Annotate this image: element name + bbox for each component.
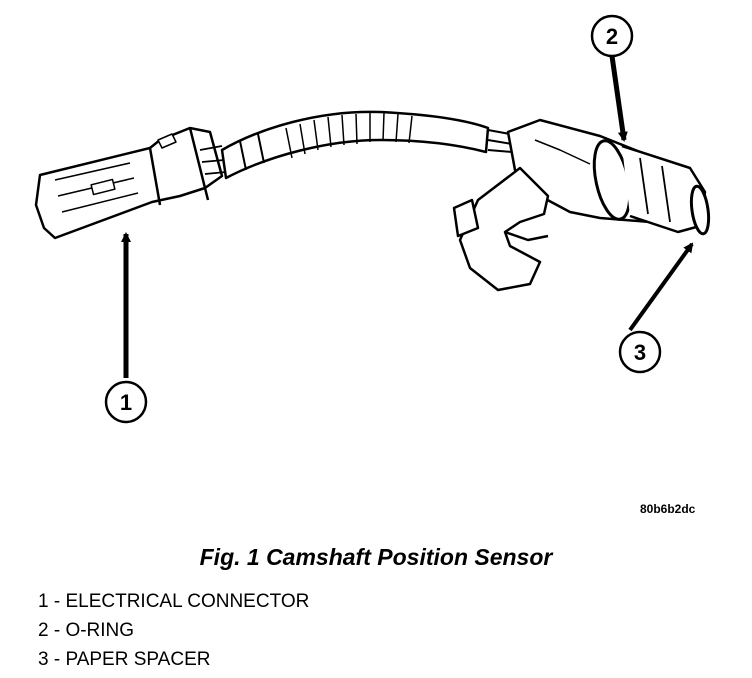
svg-text:1: 1 [120,390,132,415]
callout-1: 1 [104,380,148,424]
legend-list: 1 - ELECTRICAL CONNECTOR 2 - O-RING 3 - … [38,590,309,677]
image-reference-code: 80b6b2dc [640,502,696,516]
electrical-connector [34,126,227,240]
wiring-harness [220,110,513,180]
callout-3: 3 [618,330,662,374]
svg-text:3: 3 [634,340,646,365]
legend-item-o-ring: 2 - O-RING [38,620,135,641]
figure-caption: Fig. 1 Camshaft Position Sensor [199,544,553,570]
callout-3-leader [628,242,694,332]
svg-text:2: 2 [606,24,618,49]
legend-item-electrical-connector: 1 - ELECTRICAL CONNECTOR [38,591,310,612]
legend-item-paper-spacer: 3 - PAPER SPACER [38,649,211,670]
sensor-body [452,118,711,292]
callout-2: 2 [590,14,634,58]
callout-2-leader [609,55,628,142]
camshaft-sensor-illustration: 1 2 3 [34,14,711,424]
